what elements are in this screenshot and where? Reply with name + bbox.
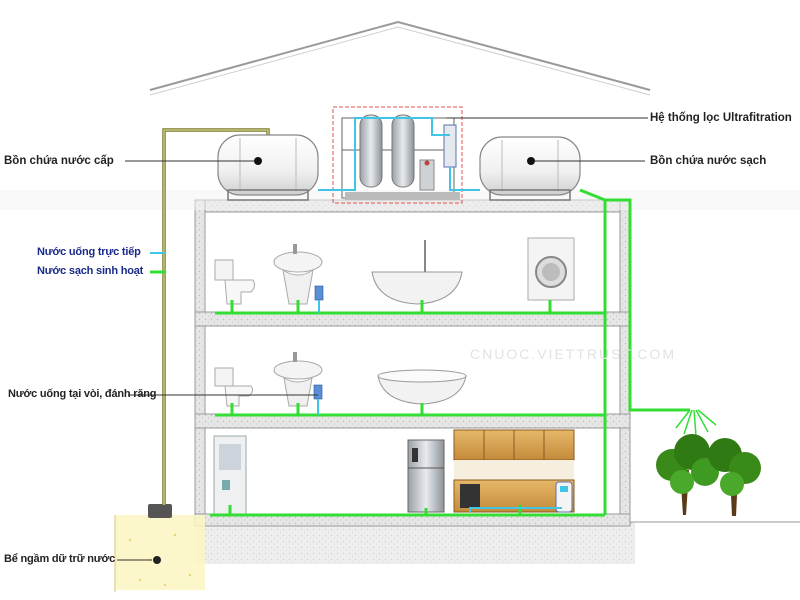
ultrafiltration-system (318, 106, 480, 204)
toilet (214, 367, 254, 407)
toilet (214, 259, 256, 305)
floor1-fixtures (214, 237, 575, 305)
ground (195, 521, 800, 564)
washbasin (273, 352, 323, 407)
floor2-fixtures (214, 352, 467, 407)
sprinkler-spray (675, 409, 717, 437)
feed-tank (217, 134, 319, 201)
domestic-water-pipes (210, 188, 690, 517)
drinking-water-pipes (317, 300, 562, 512)
clean-tank (479, 136, 581, 201)
water-dispenser (213, 435, 247, 515)
roof (149, 20, 651, 91)
label-feed-tank: Bồn chứa nước cấp (4, 155, 114, 167)
legend-label-domestic: Nước sạch sinh hoạt (37, 265, 144, 277)
leader-lines (117, 117, 648, 561)
label-ultrafiltration: Hệ thống lọc Ultrafitration (650, 112, 792, 124)
washing-machine (527, 237, 575, 301)
washbasin (273, 244, 323, 305)
floor3-fixtures (213, 429, 575, 515)
bathtub (377, 369, 467, 405)
legend-label-drinking: Nước uống trực tiếp (37, 246, 141, 258)
underground-tank (114, 504, 205, 592)
trees (656, 434, 761, 516)
bathtub (371, 240, 463, 305)
watermark: CNUOC.VIETTRUST.COM (470, 346, 676, 362)
refrigerator (407, 439, 445, 513)
purifier (555, 481, 573, 513)
kitchen-cabinets (453, 429, 575, 513)
label-underground-tank: Bể ngầm dữ trữ nước (4, 553, 116, 565)
label-tap-drinking: Nước uống tại vòi, đánh răng (8, 388, 157, 400)
label-clean-tank: Bồn chứa nước sạch (650, 155, 767, 167)
